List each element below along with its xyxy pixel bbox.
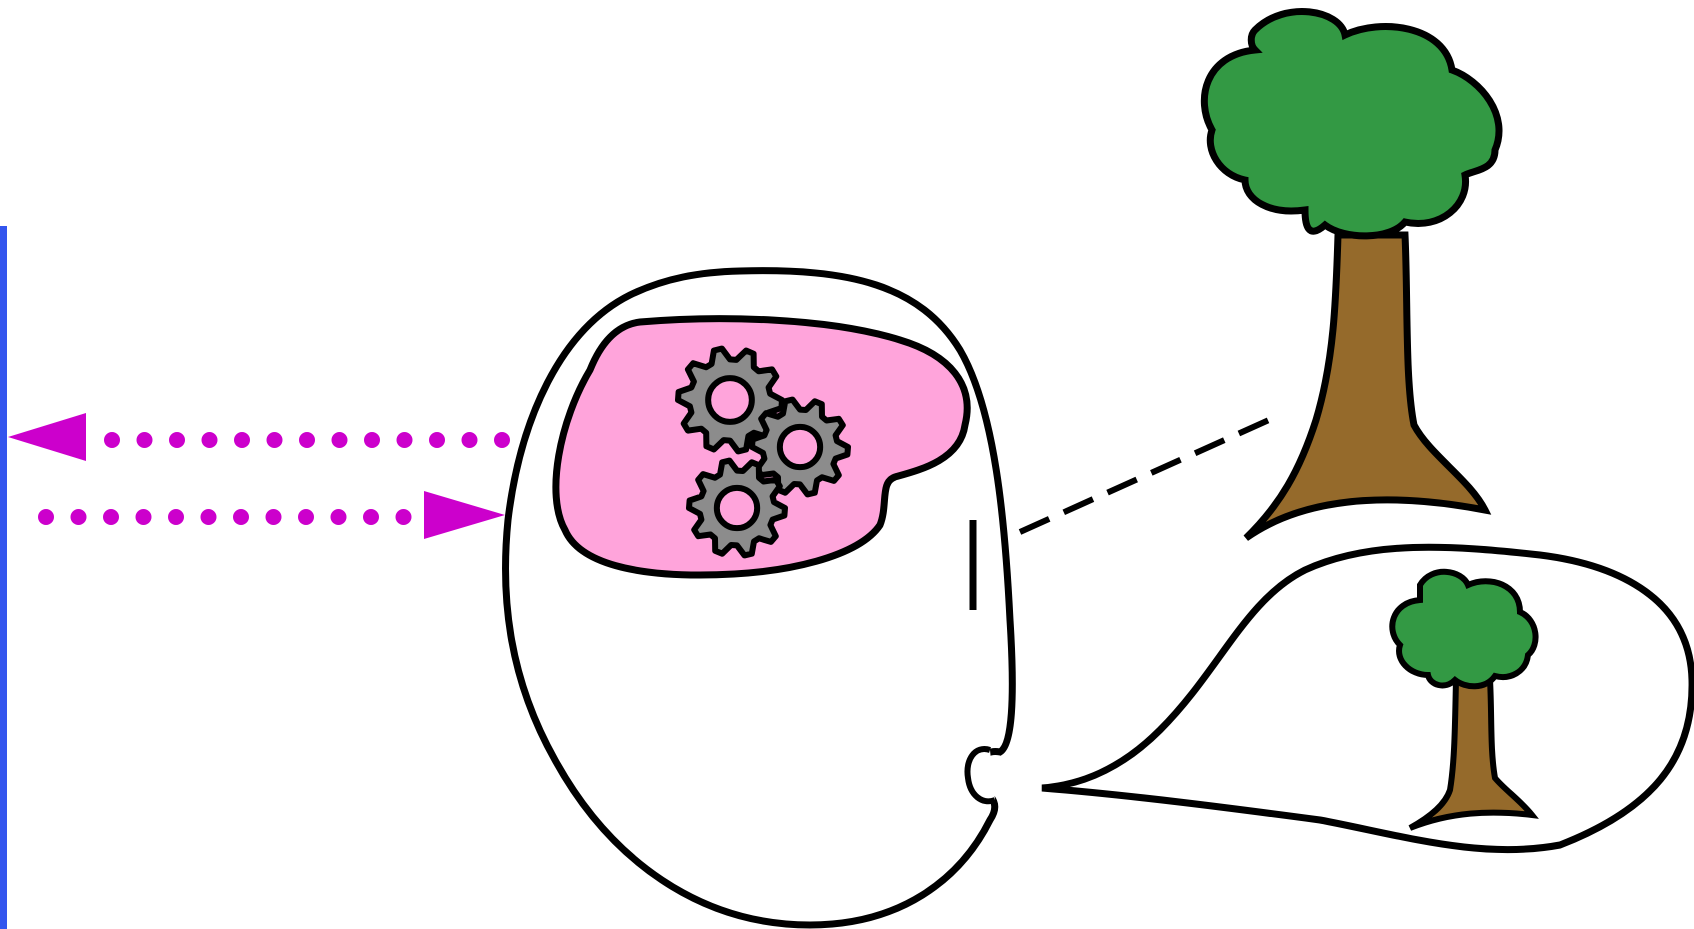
dotted-arrow-right-dots — [38, 509, 412, 525]
arrow-dot — [202, 432, 218, 448]
arrow-dot — [396, 509, 412, 525]
arrow-dot — [397, 432, 413, 448]
dotted-arrow-right-icon — [38, 491, 505, 539]
arrow-dot — [298, 509, 314, 525]
arrow-dot — [494, 432, 510, 448]
arrow-dot — [71, 509, 87, 525]
arrow-dot — [137, 432, 153, 448]
tree-trunk — [1246, 235, 1485, 538]
ear-icon — [967, 749, 995, 801]
arrow-dot — [429, 432, 445, 448]
arrow-dot — [233, 509, 249, 525]
arrow-dot — [136, 509, 152, 525]
tree-icon — [1204, 11, 1499, 538]
dotted-arrow-left-icon — [8, 413, 510, 461]
thought-bubble-icon — [1042, 547, 1692, 849]
arrow-dot — [169, 432, 185, 448]
gear-hole — [717, 488, 757, 528]
arrow-dot — [168, 509, 184, 525]
dotted-arrow-left-dots — [104, 432, 510, 448]
arrow-dot — [38, 509, 54, 525]
tree-foliage — [1204, 11, 1499, 235]
gaze-dashed-line — [1020, 415, 1280, 532]
gear-hole — [780, 427, 820, 467]
arrow-dot — [363, 509, 379, 525]
arrow-dot — [267, 432, 283, 448]
dotted-arrow-right-head — [424, 491, 505, 539]
arrow-dot — [104, 432, 120, 448]
arrow-dot — [364, 432, 380, 448]
gear-hole — [708, 378, 752, 422]
arrow-dot — [332, 432, 348, 448]
arrow-dot — [299, 432, 315, 448]
arrow-dot — [331, 509, 347, 525]
arrow-dot — [103, 509, 119, 525]
dotted-arrow-left-head — [8, 413, 86, 461]
arrow-dot — [201, 509, 217, 525]
arrow-dot — [266, 509, 282, 525]
arrow-dot — [462, 432, 478, 448]
arrow-dot — [234, 432, 250, 448]
